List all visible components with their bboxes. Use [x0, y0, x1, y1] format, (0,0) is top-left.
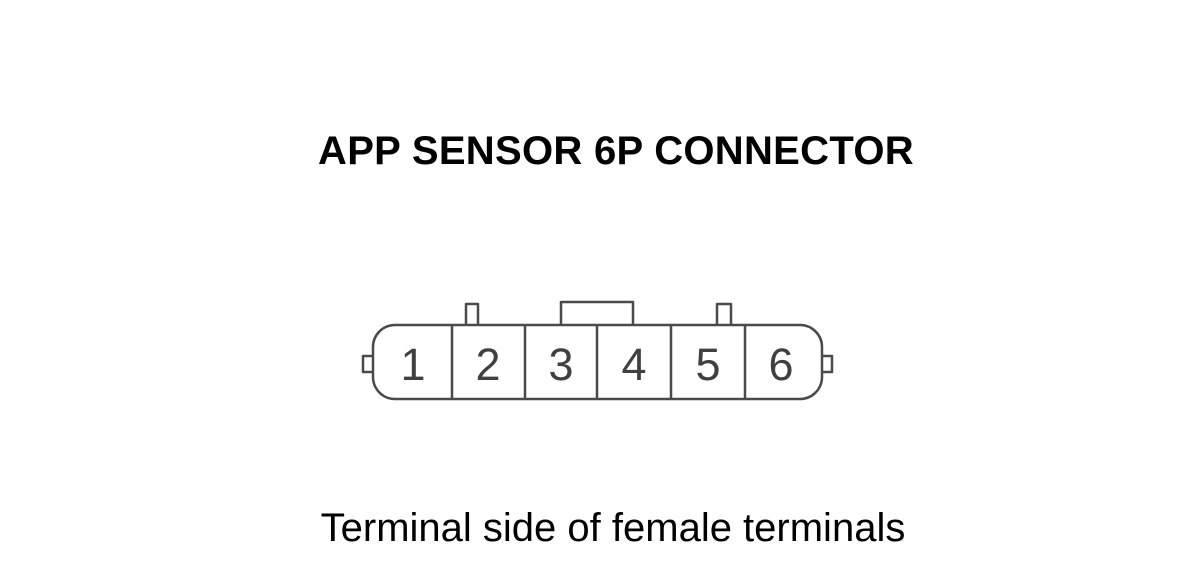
- connector-tab-left: [464, 302, 480, 325]
- diagram-caption: Terminal side of female terminals: [320, 506, 906, 550]
- pin-number-2: 2: [475, 339, 500, 390]
- pin-number-6: 6: [768, 339, 793, 390]
- connector-tab-right: [715, 302, 733, 325]
- connector-ear-right: [822, 354, 834, 374]
- connector-tab-center: [559, 300, 635, 325]
- pin-number-5: 5: [695, 339, 720, 390]
- diagram-title: APP SENSOR 6P CONNECTOR: [318, 129, 914, 173]
- pin-number-3: 3: [548, 339, 573, 390]
- connector-ear-left: [361, 354, 373, 374]
- pin-number-4: 4: [621, 339, 646, 390]
- pin-number-1: 1: [400, 339, 425, 390]
